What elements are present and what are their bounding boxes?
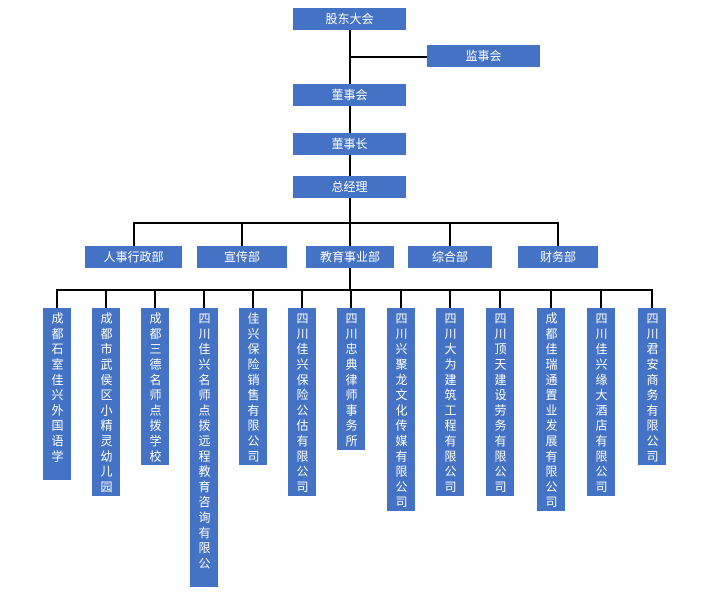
- subsidiary-node: 四川忠典律师事务所: [337, 308, 365, 450]
- connector-line: [349, 155, 351, 176]
- subsidiary-node: 四川顶天建设劳务有限公司: [486, 308, 514, 496]
- connector-line: [56, 289, 58, 308]
- connector-line: [105, 289, 107, 308]
- connector-line: [252, 289, 254, 308]
- connector-line: [400, 289, 402, 308]
- connector-line: [600, 289, 602, 308]
- subsidiary-node: 四川佳兴缘大酒店有限公司: [587, 308, 615, 496]
- department-node: 教育事业部: [306, 246, 394, 268]
- department-node: 宣传部: [197, 246, 287, 268]
- department-node: 财务部: [518, 246, 598, 268]
- subsidiary-node: 成都石室佳兴外国语学校: [43, 308, 92, 480]
- connector-line: [241, 222, 243, 246]
- subsidiary-node: 四川君安商务有限公司: [638, 308, 666, 465]
- node-chairman: 董事长: [293, 133, 406, 155]
- connector-line: [350, 56, 427, 58]
- connector-line: [651, 289, 653, 308]
- connector-line: [56, 289, 653, 291]
- connector-line: [557, 222, 559, 246]
- node-board-of-directors: 董事会: [293, 84, 406, 106]
- subsidiary-node: 成都佳瑞通置业发展有限公司: [537, 308, 565, 511]
- connector-line: [449, 289, 451, 308]
- subsidiary-node: 成都三德名师点拨学校: [141, 308, 169, 465]
- subsidiary-node: 四川大为建筑工程有限公司: [436, 308, 464, 496]
- department-node: 综合部: [408, 246, 492, 268]
- connector-line: [550, 289, 552, 308]
- subsidiary-node: 成都市武侯区小精灵幼儿园: [92, 308, 120, 496]
- connector-line: [449, 222, 451, 246]
- connector-line: [133, 222, 135, 246]
- connector-line: [349, 268, 351, 291]
- connector-line: [133, 222, 559, 224]
- node-shareholders-meeting: 股东大会: [293, 8, 406, 30]
- subsidiary-node: 佳兴保险销售有限公司: [239, 308, 267, 465]
- node-general-manager: 总经理: [293, 176, 406, 198]
- subsidiary-node: 四川佳兴保险公估有限公司: [288, 308, 316, 496]
- connector-line: [203, 289, 205, 308]
- node-supervisory-board: 监事会: [427, 45, 540, 67]
- connector-line: [349, 106, 351, 133]
- connector-line: [154, 289, 156, 308]
- subsidiary-node: 四川兴聚龙文化传媒有限公司: [387, 308, 415, 511]
- subsidiary-node: 四川佳兴名师点拨远程教育咨询有限公司: [190, 308, 239, 587]
- connector-line: [301, 289, 303, 308]
- connector-line: [350, 289, 352, 308]
- department-node: 人事行政部: [85, 246, 182, 268]
- connector-line: [499, 289, 501, 308]
